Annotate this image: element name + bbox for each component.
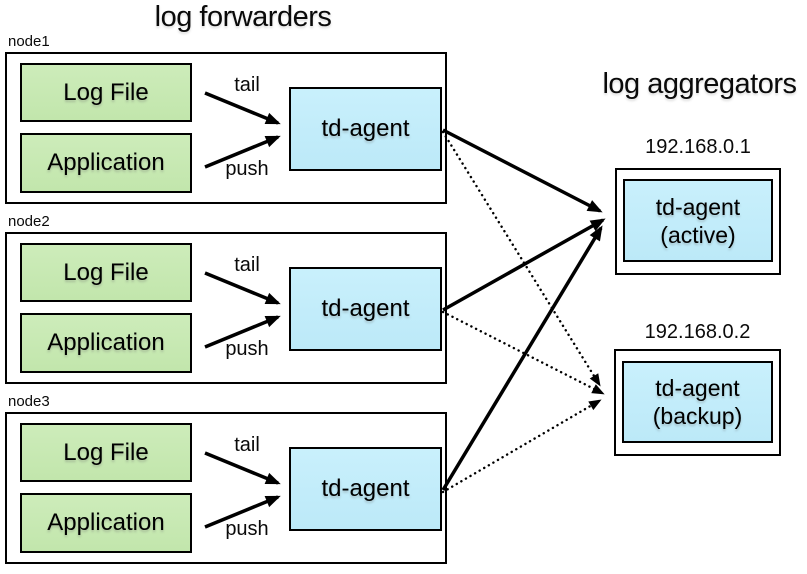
dotted-arrow-node2-to-backup xyxy=(441,310,605,395)
aggregator-backup-ip: 192.168.0.2 xyxy=(644,321,751,343)
td-agent-active-name: td-agent xyxy=(655,193,741,220)
aggregator-active-ip: 192.168.0.1 xyxy=(645,136,751,158)
td-agent-box: td-agent xyxy=(289,447,442,531)
td-agent-active-role: (active) xyxy=(660,221,736,248)
td-agent-backup-name: td-agent xyxy=(655,375,740,401)
application-box: Application xyxy=(20,493,192,553)
forwarder-node3: Log File Application td-agent tail push xyxy=(5,412,447,564)
forwarder-node2: Log File Application td-agent tail push xyxy=(5,232,447,384)
application-box: Application xyxy=(20,133,192,193)
log-file-label: Log File xyxy=(63,78,149,106)
tail-arrow-label: tail xyxy=(234,254,260,276)
dotted-arrow-node3-to-backup xyxy=(441,399,602,494)
dotted-arrow-node1-to-backup xyxy=(441,130,601,387)
log-file-label: Log File xyxy=(63,438,149,466)
log-file-label: Log File xyxy=(63,258,149,286)
push-arrow-label: push xyxy=(225,158,269,180)
aggregator-active-host-box: td-agent (active) xyxy=(615,168,781,275)
td-agent-backup-role: (backup) xyxy=(652,403,743,429)
td-agent-label: td-agent xyxy=(321,475,410,502)
tail-arrow-label: tail xyxy=(234,434,260,456)
log-file-box: Log File xyxy=(20,423,192,482)
td-agent-label: td-agent xyxy=(321,115,410,142)
forwarder-node1: Log File Application td-agent tail push xyxy=(5,52,447,204)
tail-arrow-label: tail xyxy=(234,74,260,96)
application-box: Application xyxy=(20,313,192,373)
td-agent-active-box: td-agent (active) xyxy=(623,179,773,262)
node1-label: node1 xyxy=(8,33,50,50)
aggregator-backup-host-box: td-agent (backup) xyxy=(614,349,781,456)
node3-label: node3 xyxy=(8,393,50,410)
application-label: Application xyxy=(47,149,165,176)
td-agent-box: td-agent xyxy=(289,267,442,351)
td-agent-box: td-agent xyxy=(289,87,442,171)
log-file-box: Log File xyxy=(20,243,192,302)
aggregators-title: log aggregators xyxy=(602,68,797,100)
node2-label: node2 xyxy=(8,213,50,230)
solid-arrow-node1-to-active xyxy=(442,128,603,213)
push-arrow-label: push xyxy=(225,338,269,360)
log-file-box: Log File xyxy=(20,63,192,122)
forwarders-title: log forwarders xyxy=(154,1,332,33)
application-label: Application xyxy=(47,509,165,536)
td-agent-backup-box: td-agent (backup) xyxy=(622,361,773,443)
td-agent-label: td-agent xyxy=(321,295,410,322)
solid-arrow-node2-to-active xyxy=(442,218,606,312)
push-arrow-label: push xyxy=(225,518,269,540)
solid-arrow-node3-to-active xyxy=(441,225,603,491)
application-label: Application xyxy=(47,329,165,356)
